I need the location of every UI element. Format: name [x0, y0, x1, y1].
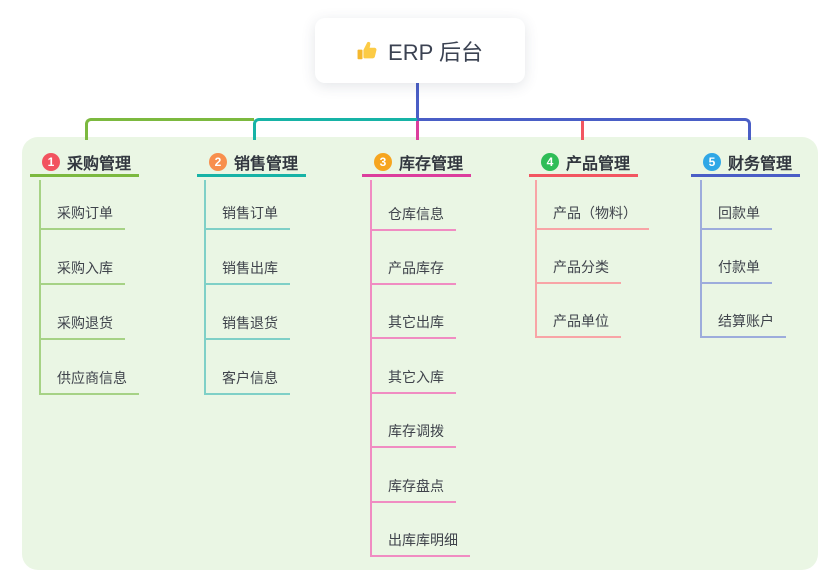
leaf-node[interactable]: 结算账户 — [700, 310, 786, 338]
branch-label: 销售管理 — [234, 155, 299, 173]
branch-number-badge: 5 — [703, 152, 721, 171]
leaf-node[interactable]: 供应商信息 — [39, 367, 139, 395]
branch-header-purchase[interactable]: 1 采购管理 — [30, 149, 140, 177]
branch1-connector-line — [85, 118, 254, 140]
branch5-connector-line — [417, 118, 751, 140]
leaf-node[interactable]: 采购入库 — [39, 257, 125, 285]
branch4-trunk-line — [535, 180, 537, 338]
root-connector-line — [416, 83, 419, 120]
leaf-node[interactable]: 出库库明细 — [370, 529, 470, 557]
branch-header-inventory[interactable]: 3 库存管理 — [362, 149, 472, 177]
branch-label: 库存管理 — [399, 155, 464, 173]
branch4-connector-line — [581, 121, 584, 140]
leaf-node[interactable]: 其它出库 — [370, 311, 456, 339]
branch-header-sales[interactable]: 2 销售管理 — [197, 149, 307, 177]
branch-label: 采购管理 — [67, 155, 132, 173]
leaf-node[interactable]: 销售出库 — [204, 257, 290, 285]
leaf-node[interactable]: 仓库信息 — [370, 203, 456, 231]
leaf-node[interactable]: 产品单位 — [535, 310, 621, 338]
leaf-node[interactable]: 产品（物料） — [535, 202, 649, 230]
branch-number-badge: 4 — [541, 152, 559, 171]
branch-label: 产品管理 — [566, 155, 631, 173]
branches-background-panel — [22, 137, 818, 570]
leaf-node[interactable]: 产品分类 — [535, 256, 621, 284]
branch-header-product[interactable]: 4 产品管理 — [529, 149, 639, 177]
leaf-node[interactable]: 库存盘点 — [370, 475, 456, 503]
leaf-node[interactable]: 其它入库 — [370, 366, 456, 394]
branch3-trunk-line — [370, 180, 372, 557]
leaf-node[interactable]: 库存调拨 — [370, 420, 456, 448]
branch-number-badge: 1 — [42, 152, 60, 171]
branch2-connector-line — [253, 118, 417, 140]
leaf-node[interactable]: 采购订单 — [39, 202, 125, 230]
branch5-trunk-line — [700, 180, 702, 338]
leaf-node[interactable]: 采购退货 — [39, 312, 125, 340]
root-node[interactable]: ERP 后台 — [315, 18, 525, 83]
leaf-node[interactable]: 回款单 — [700, 202, 772, 230]
branch3-connector-line — [416, 121, 419, 140]
branch-number-badge: 3 — [374, 152, 392, 171]
leaf-node[interactable]: 销售退货 — [204, 312, 290, 340]
leaf-node[interactable]: 产品库存 — [370, 257, 456, 285]
root-title: ERP 后台 — [388, 39, 483, 65]
leaf-node[interactable]: 付款单 — [700, 256, 772, 284]
thumbs-up-icon — [357, 40, 379, 62]
branch-label: 财务管理 — [728, 155, 793, 173]
branch2-trunk-line — [204, 180, 206, 395]
branch1-trunk-line — [39, 180, 41, 395]
branch-header-finance[interactable]: 5 财务管理 — [691, 149, 801, 177]
branch-number-badge: 2 — [209, 152, 227, 171]
leaf-node[interactable]: 销售订单 — [204, 202, 290, 230]
leaf-node[interactable]: 客户信息 — [204, 367, 290, 395]
